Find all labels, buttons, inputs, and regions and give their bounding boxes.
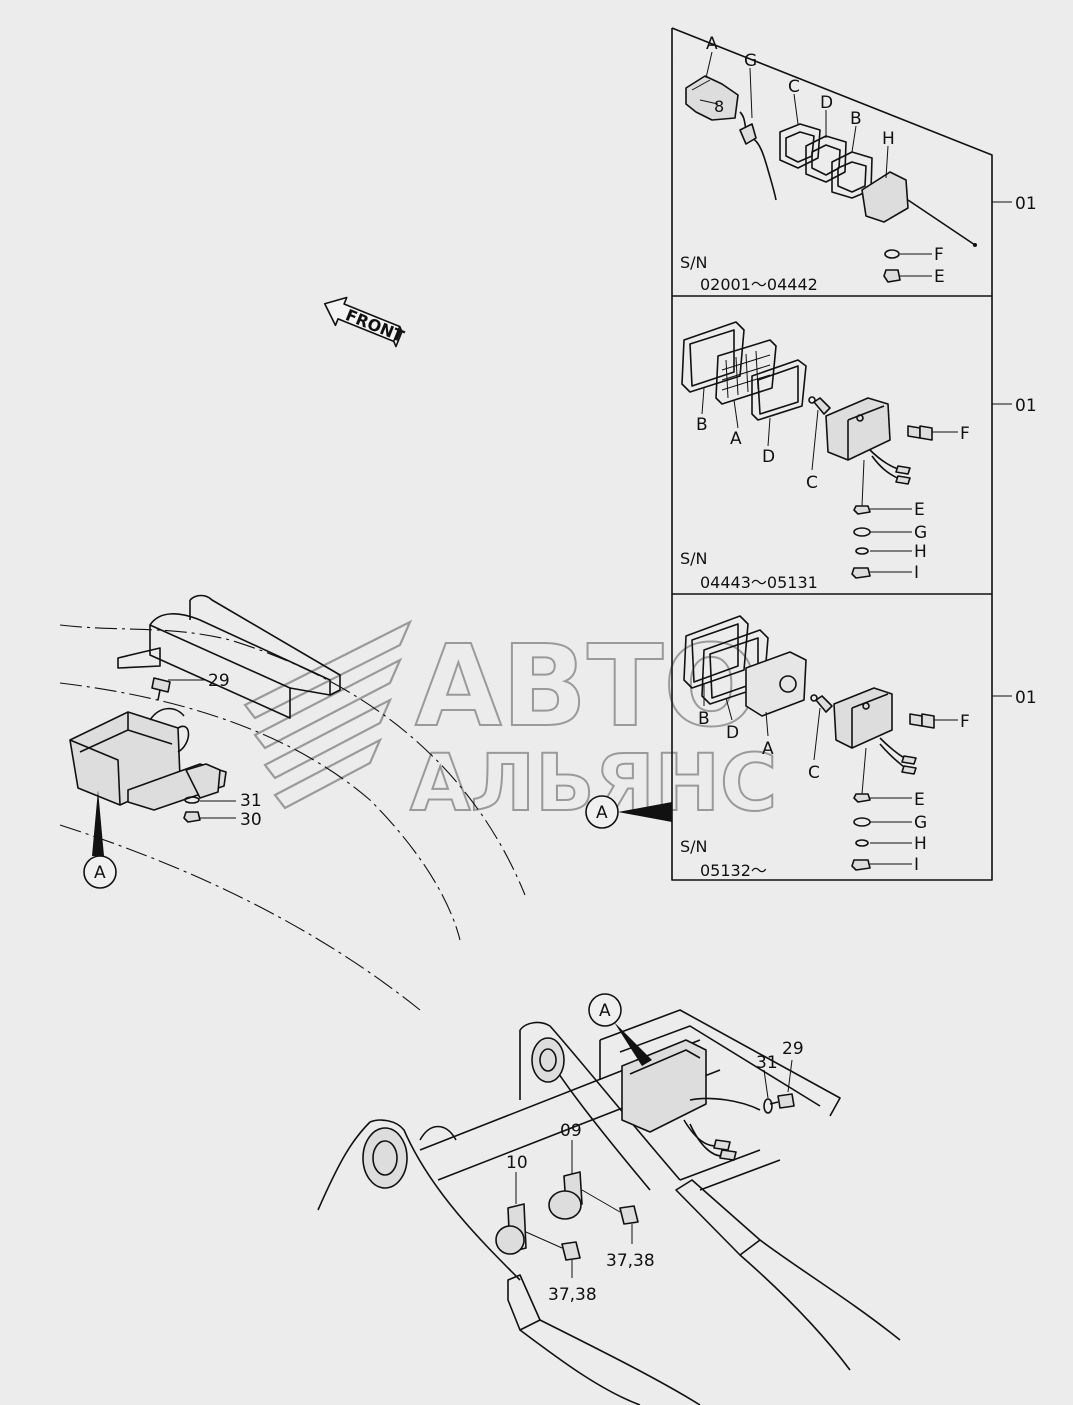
watermark-line1: АВТО [415,622,759,752]
panel-2: B A D C F E G H I 01 S/N 04443～05131 [680,321,1037,592]
panel2-part-h: H [914,542,927,562]
panel1-part-b: B [850,109,862,129]
panel1-part-e: E [934,267,945,287]
panel2-part-f: F [960,424,970,444]
panel3-part-h: H [914,834,927,854]
panel3-sn-label: S/N [680,837,708,856]
svg-text:8: 8 [714,97,724,116]
panel3-part-i: I [914,855,919,875]
panel2-part-g: G [914,523,927,543]
panel3-sn-range: 05132～ [700,861,767,880]
bottom-detail-a-label: A [599,1001,611,1021]
panel2-part-i: I [914,563,919,583]
panel3-ref: 01 [1015,688,1037,708]
panel1-part-f: F [934,245,944,265]
panel3-part-d: D [726,723,739,743]
bolts-left-label: 37,38 [548,1285,597,1305]
left-washer-label: 31 [240,791,262,811]
bolts-right-label: 37,38 [606,1251,655,1271]
panel2-ref: 01 [1015,396,1037,416]
panel2-part-e: E [914,500,925,520]
panel3-part-g: G [914,813,927,833]
panel2-sn-label: S/N [680,549,708,568]
panel2-part-b: B [696,415,708,435]
panel1-sn-range: 02001～04442 [700,275,818,294]
bottom-assembly: A 31 29 09 10 37,38 37,38 [317,993,901,1405]
panel3-part-b: B [698,709,710,729]
panel-1: 8 A G C D B H F E [680,34,1037,294]
front-label: FRONT [343,305,407,346]
panel2-sn-range: 04443～05131 [700,573,818,592]
bottom-bolt-label: 29 [782,1039,804,1059]
panel-3: B D A C F E G H I 01 S/N 05132～ [680,615,1037,880]
panel3-part-f: F [960,712,970,732]
panel3-part-c: C [808,763,820,783]
detail-a-pointer: A [585,795,672,829]
panel3-part-a: A [762,739,774,759]
panel1-part-g: G [744,51,757,71]
panel3-part-e: E [914,790,925,810]
panel-frames [671,27,993,881]
panel2-part-a: A [730,429,742,449]
left-bolt-label: 29 [208,671,230,691]
left-detail-a-label: A [94,863,106,883]
panel2-part-c: C [806,473,818,493]
panel1-ref: 01 [1015,194,1037,214]
panel1-part-h: H [882,129,895,149]
bottom-washer-label: 31 [756,1053,778,1073]
bracket-09-label: 09 [560,1121,582,1141]
left-assembly: 29 31 30 A [59,594,526,1011]
front-arrow: FRONT [323,296,407,348]
panel1-part-d: D [820,93,833,113]
panel2-part-d: D [762,447,775,467]
left-nut-label: 30 [240,810,262,830]
panel1-part-c: C [788,77,800,97]
panel1-part-a: A [706,34,718,54]
bracket-10-label: 10 [506,1153,528,1173]
panel1-sn-label: S/N [680,253,708,272]
detail-a-label: A [596,803,608,823]
